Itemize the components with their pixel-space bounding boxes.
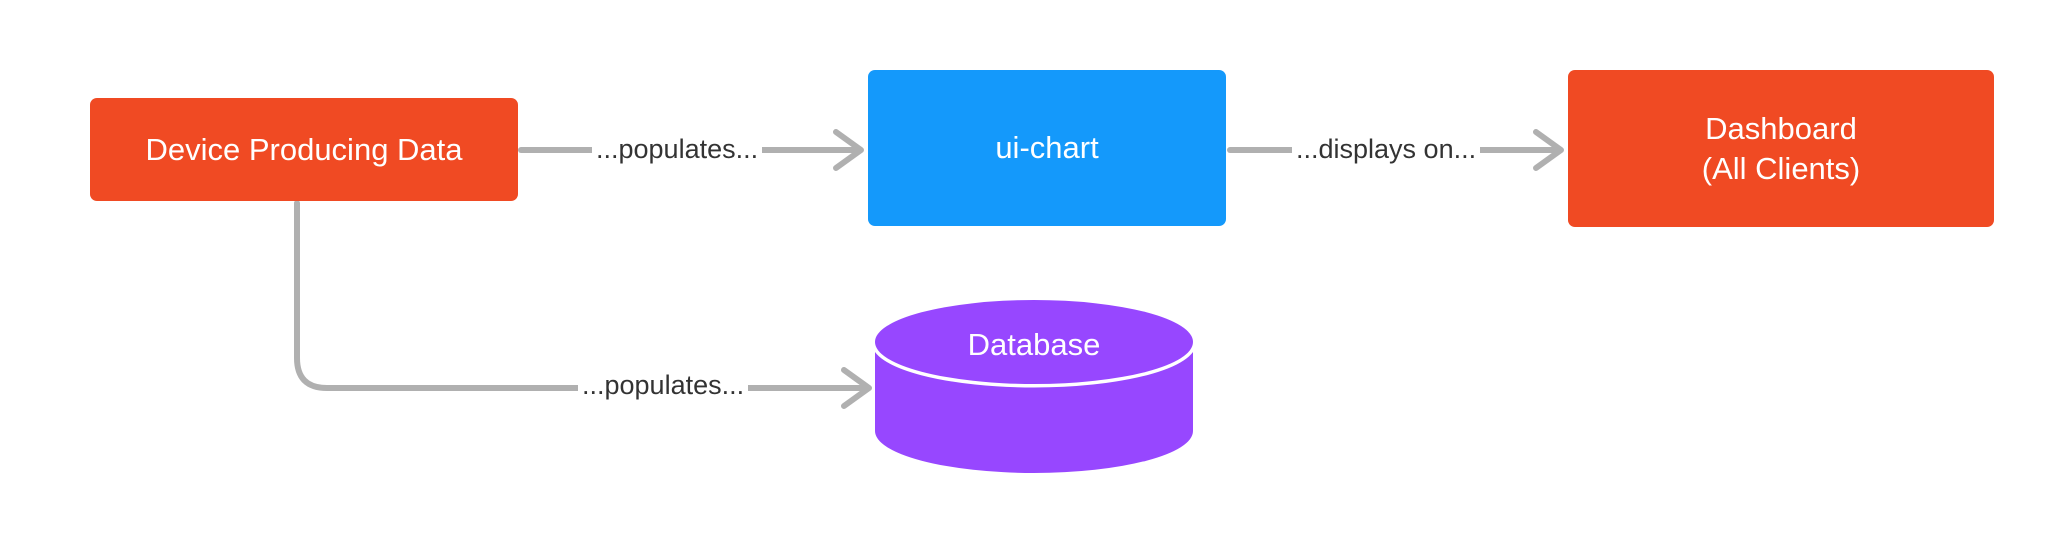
node-label: ui-chart — [995, 130, 1099, 166]
node-device-producing-data[interactable]: Device Producing Data — [90, 98, 518, 201]
edge-device-to-database — [294, 200, 872, 409]
node-database[interactable]: Database — [875, 300, 1193, 473]
database-cylinder-icon — [875, 300, 1193, 473]
arrowhead-icon — [1533, 129, 1564, 171]
arrowhead-icon — [841, 367, 872, 409]
cylinder-top — [875, 300, 1193, 384]
edge-label-uichart-to-dashboard: ...displays on... — [1292, 136, 1481, 163]
edge-label-device-to-database: ...populates... — [578, 372, 749, 399]
edge-label-device-to-uichart: ...populates... — [592, 136, 763, 163]
arrowhead-icon — [833, 129, 864, 171]
node-label: Dashboard (All Clients) — [1702, 109, 1860, 188]
node-dashboard[interactable]: Dashboard (All Clients) — [1568, 70, 1994, 227]
node-label-line-1: Dashboard — [1705, 110, 1857, 146]
edge-line — [294, 200, 869, 391]
node-ui-chart[interactable]: ui-chart — [868, 70, 1226, 226]
node-label: Device Producing Data — [145, 131, 463, 167]
node-label-line-2: (All Clients) — [1701, 150, 1861, 186]
